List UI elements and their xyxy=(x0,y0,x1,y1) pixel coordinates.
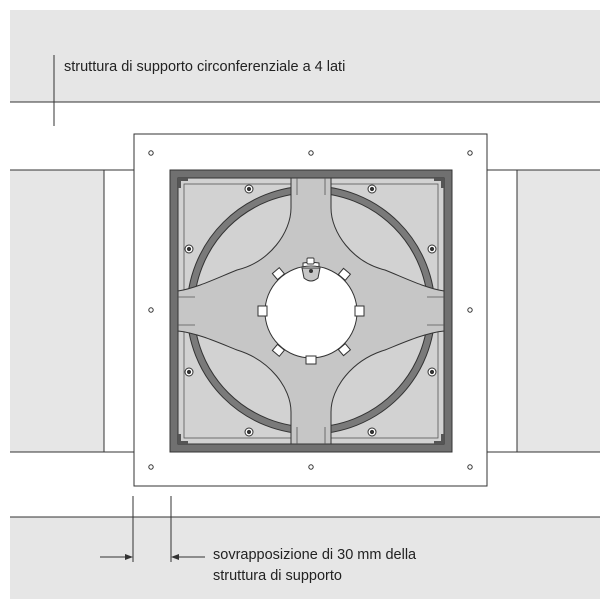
support-structure-label: struttura di supporto circonferenziale a… xyxy=(64,59,346,75)
overlap-label-line1: sovrapposizione di 30 mm della xyxy=(213,547,417,563)
top-support-beam xyxy=(10,10,600,103)
bottom-support-beam xyxy=(10,516,600,599)
central-opening xyxy=(257,257,365,365)
overlap-dimension xyxy=(100,496,205,562)
mounting-bolts xyxy=(184,184,437,437)
overlap-label-line2: struttura di supporto xyxy=(213,568,342,584)
